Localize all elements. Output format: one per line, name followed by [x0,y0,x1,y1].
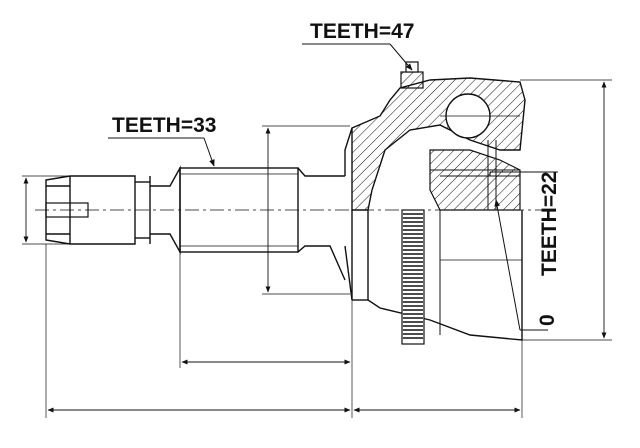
inner-race [429,140,521,211]
splined-shaft [179,127,353,301]
teeth-stem-label: TEETH=33 [112,114,216,137]
o-ring-label: 0 [536,314,559,326]
teeth-inner-label: TEETH=22 [538,172,561,276]
dimension-lines [22,79,612,418]
leader-lines [108,43,558,331]
teeth-outer-label: TEETH=47 [310,20,414,43]
top-nut [400,61,424,89]
abs-ring [401,209,425,345]
